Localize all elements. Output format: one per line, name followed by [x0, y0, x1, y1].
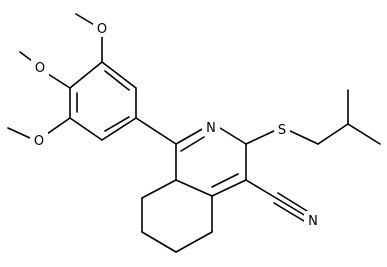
label-bg-n-ring [202, 118, 220, 136]
bond-aryl-3 [101, 117, 137, 141]
bond-aryl-6 [69, 61, 103, 89]
label-bg-o-middle [31, 58, 49, 76]
bond-c3-s [245, 129, 277, 145]
bond-ch-methyl-right [347, 123, 381, 145]
bond-middle-o-ring [47, 73, 71, 89]
atom-n-ring: N [206, 121, 216, 136]
bond-c1-n [175, 127, 205, 145]
bond-aryl-4 [69, 117, 103, 141]
bond-aryl-1 [101, 61, 137, 89]
bond-aryl-to-core [135, 117, 177, 145]
bond-lower-methyl-o [7, 127, 31, 139]
atom-n-nitrile: N [308, 214, 318, 229]
bond-c7-c6 [141, 231, 177, 253]
bond-ch2-ch [317, 123, 349, 145]
bond-lines [7, 13, 381, 253]
label-bg-s [274, 120, 290, 138]
bond-s-ch2 [287, 129, 319, 145]
bond-c4-c4a-double [211, 173, 239, 188]
label-bg-o-upper [93, 19, 111, 37]
atom-s-thioether: S [278, 123, 286, 138]
bond-lower-o-ring [43, 117, 71, 137]
bond-c4-cn [245, 179, 277, 199]
bond-c6-c5 [175, 231, 213, 253]
label-bg-o-lower [30, 131, 48, 149]
bond-c8a-c8 [141, 179, 177, 199]
bond-upper-methyl-o [75, 13, 97, 27]
bond-n-c3 [219, 127, 247, 145]
bond-cn-triple-1 [275, 197, 307, 217]
bond-aryl-inner-1 [104, 70, 130, 91]
bond-aryl-inner-2 [104, 116, 130, 132]
bond-cn-triple-3 [273, 202, 305, 222]
atom-o-lower: O [34, 134, 44, 149]
bond-c4a-c8a [175, 179, 213, 197]
atom-labels: O O O N S N [30, 19, 322, 229]
bond-c1-n-double [180, 136, 205, 152]
atom-o-upper: O [97, 22, 107, 37]
label-bg-n-nitrile [304, 211, 322, 229]
bond-c4-c4a [211, 179, 247, 197]
atom-o-middle: O [35, 61, 45, 76]
bond-cn-triple-2 [277, 192, 308, 212]
